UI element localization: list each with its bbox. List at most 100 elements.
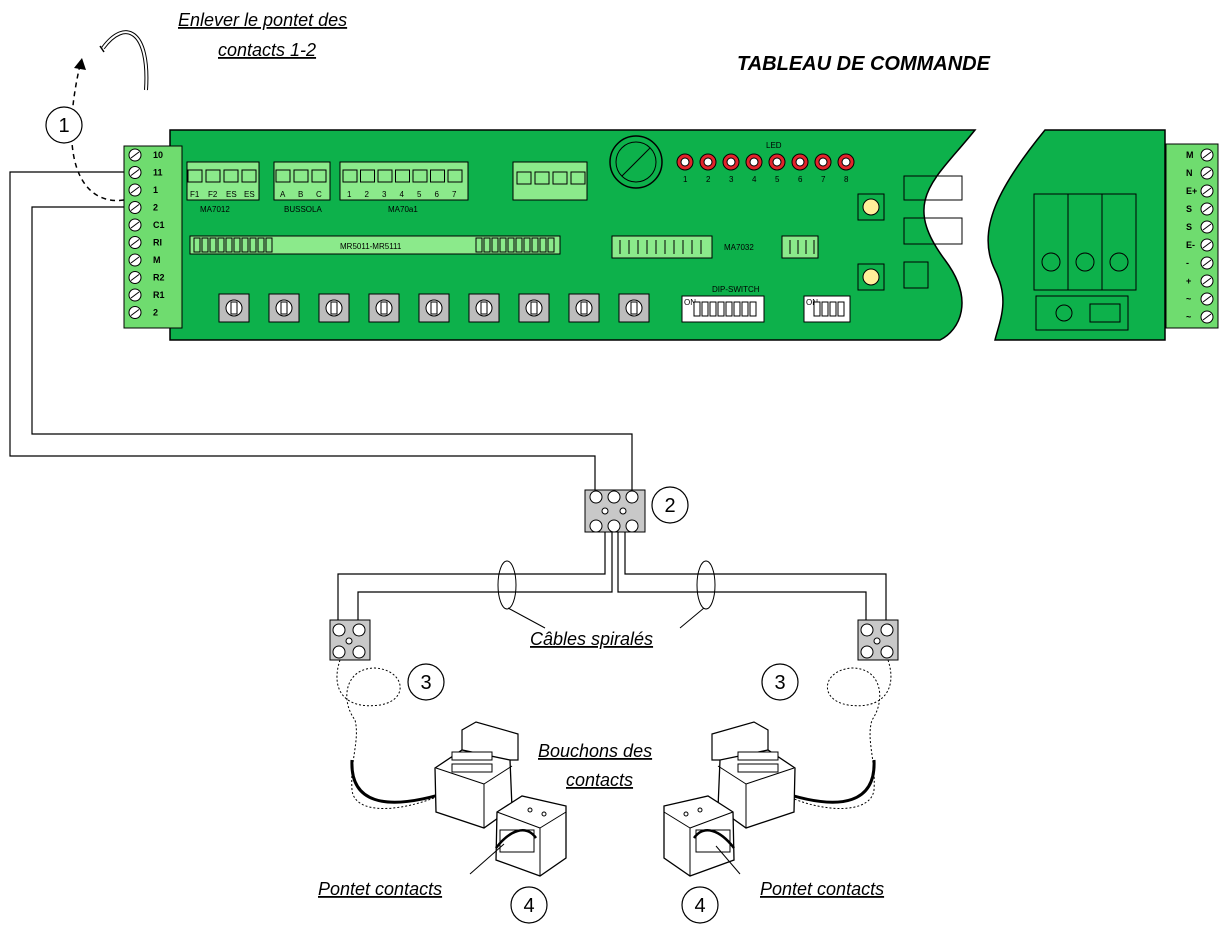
removal-arrow [70, 58, 125, 202]
potentiometer [368, 293, 400, 323]
main-wires [9, 171, 633, 492]
terminal-label: E+ [1186, 186, 1197, 196]
contact-plug-left-lower [495, 795, 567, 877]
right-coiled-cable [769, 659, 892, 809]
bridge-label-left: Pontet contacts [318, 879, 442, 899]
connector-pin-label: 6 [435, 190, 440, 199]
terminal-label: R2 [153, 273, 165, 283]
callout-4-left: 4 [510, 886, 548, 924]
terminal-label: + [1186, 276, 1191, 286]
terminal-label: E- [1186, 240, 1195, 250]
led-number: 4 [752, 175, 757, 184]
bridge-label-right: Pontet contacts [760, 879, 884, 899]
potentiometers [218, 293, 650, 323]
svg-text:ON: ON [806, 298, 818, 307]
svg-text:C: C [316, 190, 322, 199]
potentiometer [418, 293, 450, 323]
svg-text:DIP-SWITCH: DIP-SWITCH [712, 285, 760, 294]
remove-bridge-label-2: contacts 1-2 [218, 40, 316, 60]
terminal-label: M [153, 255, 161, 265]
right-terminal-block: MNE+SSE--+~~ [1165, 143, 1219, 329]
svg-text:2: 2 [664, 495, 675, 517]
terminal-label: S [1186, 204, 1192, 214]
relays [1033, 193, 1137, 331]
contact-plug-left-upper [434, 721, 519, 829]
terminal-label: - [1186, 258, 1189, 268]
chip-ma7032: MA7032 [611, 235, 819, 259]
svg-text:ES: ES [244, 190, 255, 199]
connector-bussola: A B C BUSSOLA [273, 161, 331, 214]
terminal-label: ~ [1186, 312, 1191, 322]
connector-pin-label: 4 [400, 190, 405, 199]
plugs-label-1: Bouchons des [538, 741, 652, 761]
led-number: 5 [775, 175, 780, 184]
svg-text:4: 4 [523, 895, 534, 917]
connector-4pin [512, 161, 588, 201]
callout-4-right: 4 [681, 886, 719, 924]
svg-text:B: B [298, 190, 303, 199]
svg-text:LED: LED [766, 141, 782, 150]
svg-text:ES: ES [226, 190, 237, 199]
led-number: 7 [821, 175, 826, 184]
contact-plug-right-lower [663, 795, 735, 877]
round-component [609, 135, 663, 189]
removed-bridge-wire [99, 30, 149, 91]
svg-text:3: 3 [420, 672, 431, 694]
terminal-label: 1 [153, 185, 158, 195]
connector-ma70a1: 1 2 3 4 5 6 7 MA70a1 [339, 161, 469, 214]
callout-2: 2 [651, 486, 689, 524]
remove-bridge-label-1: Enlever le pontet des [178, 10, 347, 30]
bridge-left-leader [469, 843, 505, 875]
terminal-label: RI [153, 238, 162, 248]
led-number: 6 [798, 175, 803, 184]
bridge-right-leader [715, 845, 741, 875]
junction-terminal [584, 489, 646, 533]
diagram-title: TABLEAU DE COMMANDE [737, 53, 991, 75]
led-number: 8 [844, 175, 849, 184]
potentiometer [618, 293, 650, 323]
dip-switch-2: ON [803, 295, 851, 323]
potentiometer [318, 293, 350, 323]
potentiometer [218, 293, 250, 323]
spiral-cables-label: Câbles spiralés [530, 629, 653, 649]
svg-text:4: 4 [694, 895, 705, 917]
connector-pin-label: 7 [452, 190, 457, 199]
terminal-label: 2 [153, 203, 158, 213]
left-coiled-cable [336, 659, 461, 809]
connector-pin-label: 2 [365, 190, 370, 199]
svg-text:1: 1 [58, 115, 69, 137]
led-number: 2 [706, 175, 711, 184]
ic-sockets [903, 175, 963, 289]
connector-pin-label: 3 [382, 190, 387, 199]
callout-1: 1 [45, 106, 83, 144]
svg-text:A: A [280, 190, 286, 199]
right-junction-terminal [857, 619, 899, 661]
svg-text:ON: ON [684, 298, 696, 307]
potentiometer [568, 293, 600, 323]
svg-text:BUSSOLA: BUSSOLA [284, 205, 322, 214]
plugs-label-2: contacts [566, 770, 633, 790]
led-number: 3 [729, 175, 734, 184]
connector-pin-label: 5 [417, 190, 422, 199]
svg-text:F1: F1 [190, 190, 200, 199]
potentiometer [468, 293, 500, 323]
terminal-label: M [1186, 150, 1194, 160]
svg-text:3: 3 [774, 672, 785, 694]
terminal-label: 2 [153, 308, 158, 318]
dip-switch-1: ON DIP-SWITCH [681, 285, 765, 323]
terminal-label: ~ [1186, 294, 1191, 304]
contact-plug-right-upper [711, 721, 796, 829]
terminal-label: S [1186, 222, 1192, 232]
svg-text:MA7032: MA7032 [724, 243, 754, 252]
terminal-label: R1 [153, 290, 165, 300]
svg-text:MA70a1: MA70a1 [388, 205, 418, 214]
connector-ma7012: F1 F2 ES ES MA7012 [186, 161, 260, 214]
potentiometer [268, 293, 300, 323]
svg-text:MR5011-MR5111: MR5011-MR5111 [340, 242, 402, 251]
connector-pin-label: 1 [347, 190, 352, 199]
callout-3-left: 3 [407, 663, 445, 701]
